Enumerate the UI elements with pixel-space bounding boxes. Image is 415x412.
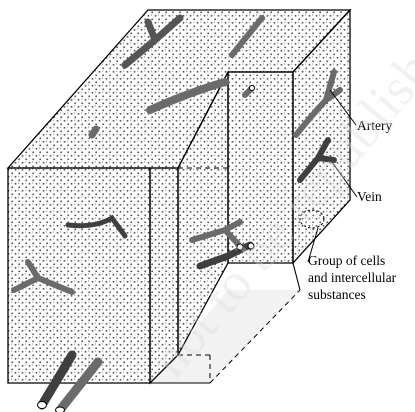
group-label-line3: substances	[308, 287, 366, 302]
vein-label: Vein	[357, 189, 382, 204]
vessel-top-short	[92, 129, 96, 135]
front-face	[8, 168, 150, 383]
group-label-line1: Group of cells	[308, 253, 385, 268]
group-label-line2: and intercellular	[308, 270, 397, 285]
